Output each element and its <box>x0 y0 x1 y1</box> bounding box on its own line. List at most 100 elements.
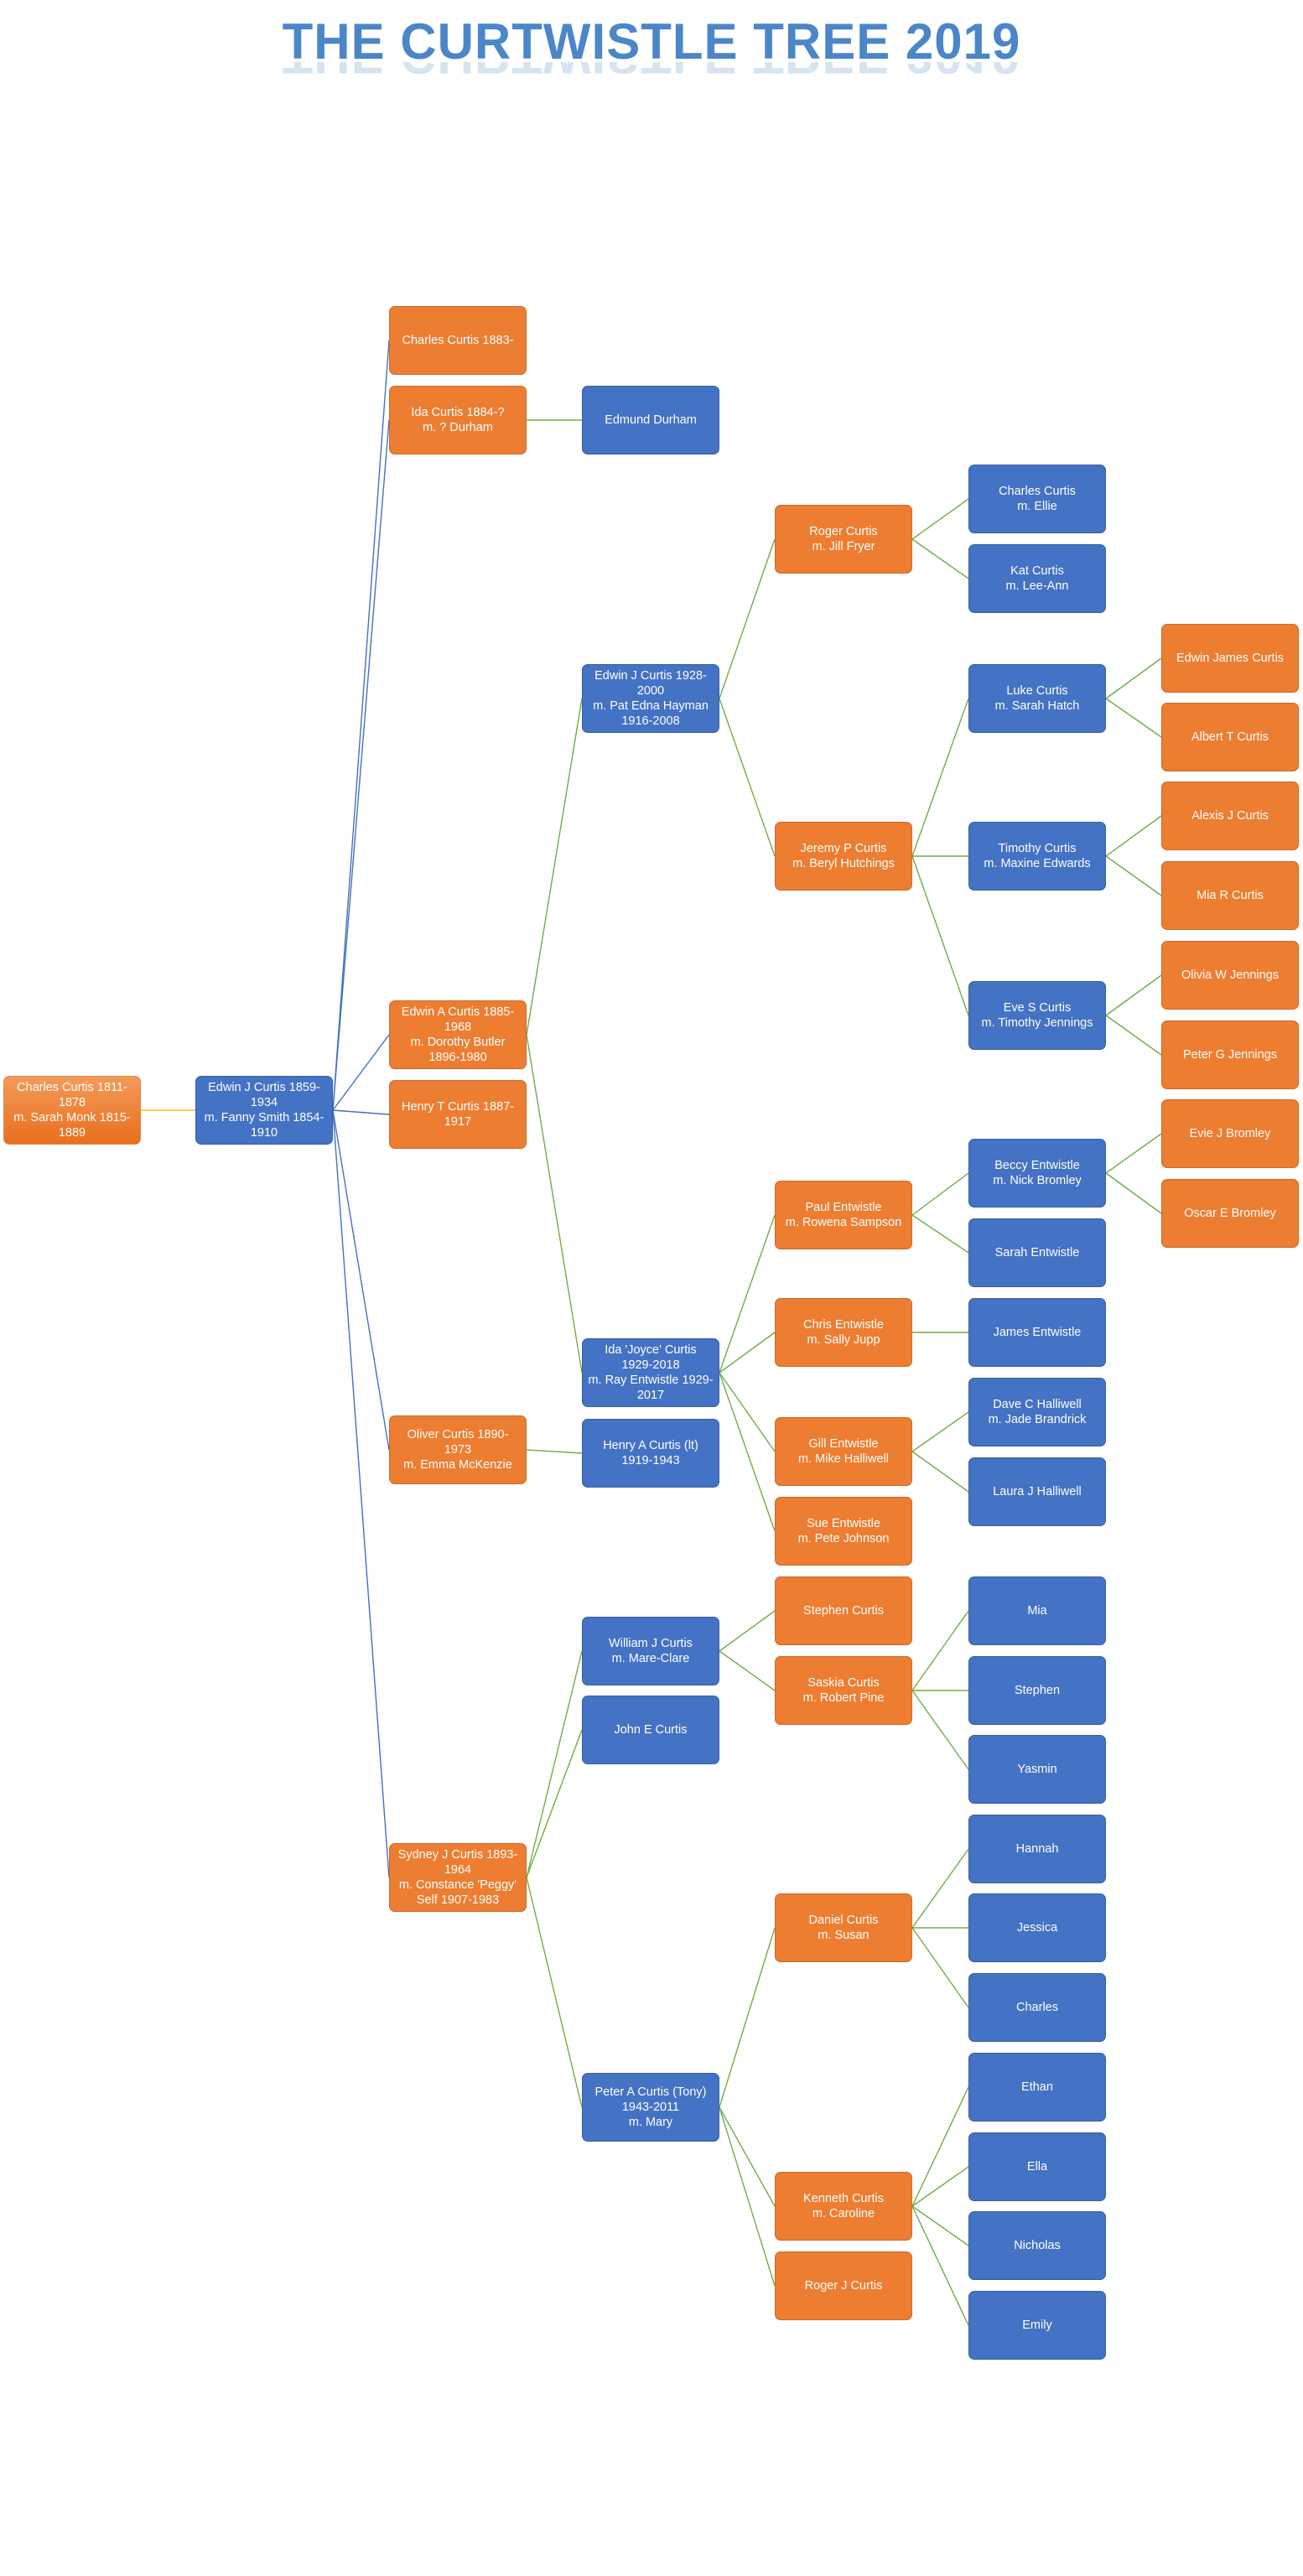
person-node-daveH: Dave C Halliwell m. Jade Brandrick <box>968 1378 1106 1446</box>
person-node-charles1883: Charles Curtis 1883- <box>389 306 527 375</box>
person-node-williamJ: William J Curtis m. Mare-Clare <box>582 1617 719 1685</box>
connector-beccy-evieJ <box>1105 1133 1162 1174</box>
connector-edwinJ1928-roger <box>719 538 776 699</box>
connector-paulE-sarahE <box>911 1214 969 1254</box>
person-node-roger: Roger Curtis m. Jill Fryer <box>775 505 912 574</box>
person-node-chrisE: Chris Entwistle m. Sally Jupp <box>775 1298 912 1367</box>
connector-edwin1859-henryT1887 <box>332 1109 390 1115</box>
connector-edwin1859-sydney1893 <box>332 1109 390 1878</box>
connector-sydney1893-peterA <box>526 1877 583 2108</box>
connector-sydney1893-johnE <box>526 1729 583 1878</box>
connector-joyce1929-chrisE <box>719 1332 776 1374</box>
person-node-jeremy: Jeremy P Curtis m. Beryl Hutchings <box>775 822 912 891</box>
connector-saskia-yasmin <box>911 1690 969 1770</box>
connector-eve-olivia <box>1105 974 1162 1016</box>
person-node-johnE: John E Curtis <box>582 1696 719 1764</box>
connector-danielC-hannah <box>911 1848 969 1929</box>
person-node-edwinJ1928: Edwin J Curtis 1928-2000 m. Pat Edna Hay… <box>582 664 719 733</box>
person-node-luke: Luke Curtis m. Sarah Hatch <box>968 664 1106 733</box>
connector-saskia-mia <box>911 1610 969 1691</box>
person-node-henryT1887: Henry T Curtis 1887-1917 <box>389 1080 527 1149</box>
connector-peterA-kennethC <box>719 2106 776 2207</box>
person-node-hannah: Hannah <box>968 1815 1106 1883</box>
connector-danielC-charles2 <box>911 1927 969 2008</box>
connector-kennethC-ella <box>911 2166 969 2207</box>
person-node-root: Charles Curtis 1811-1878 m. Sarah Monk 1… <box>3 1076 141 1145</box>
person-node-rogerJ: Roger J Curtis <box>775 2251 912 2320</box>
person-node-ella: Ella <box>968 2132 1106 2201</box>
person-node-beccy: Beccy Entwistle m. Nick Bromley <box>968 1139 1106 1208</box>
person-node-albertT: Albert T Curtis <box>1161 703 1299 771</box>
page-title: THE CURTWISTLE TREE 2019 <box>282 13 1021 70</box>
connector-jeremy-luke <box>911 698 969 857</box>
connector-luke-edwinJames <box>1105 657 1162 699</box>
person-node-edwinJames: Edwin James Curtis <box>1161 624 1299 693</box>
person-node-saskia: Saskia Curtis m. Robert Pine <box>775 1656 912 1725</box>
connector-roger-kat <box>911 538 969 579</box>
person-node-lauraH: Laura J Halliwell <box>968 1457 1106 1526</box>
connector-kennethC-emily <box>911 2205 969 2326</box>
person-node-ethan: Ethan <box>968 2053 1106 2122</box>
person-node-jamesE: James Entwistle <box>968 1298 1106 1367</box>
person-node-ida1884: Ida Curtis 1884-? m. ? Durham <box>389 386 527 454</box>
person-node-edwinA1885: Edwin A Curtis 1885-1968 m. Dorothy Butl… <box>389 1000 527 1069</box>
connector-timothy-miaR <box>1105 855 1162 896</box>
person-node-mia: Mia <box>968 1576 1106 1645</box>
person-node-charlesE: Charles Curtis m. Ellie <box>968 465 1106 533</box>
person-node-alexis: Alexis J Curtis <box>1161 782 1299 850</box>
connector-paulE-beccy <box>911 1172 969 1216</box>
connector-williamJ-saskia <box>719 1650 776 1691</box>
person-node-olivia: Olivia W Jennings <box>1161 941 1299 1010</box>
person-node-peterA: Peter A Curtis (Tony) 1943-2011 m. Mary <box>582 2073 719 2142</box>
connector-oliver1890-henryA1919 <box>526 1449 583 1454</box>
person-node-edmund: Edmund Durham <box>582 386 719 454</box>
connector-edwin1859-ida1884 <box>332 419 390 1111</box>
connector-jeremy-eve <box>911 855 969 1016</box>
connector-williamJ-stephenC <box>719 1610 776 1652</box>
connector-eve-peterG <box>1105 1015 1162 1056</box>
connector-timothy-alexis <box>1105 815 1162 857</box>
connector-luke-albertT <box>1105 698 1162 738</box>
person-node-charles2: Charles <box>968 1973 1106 2042</box>
connector-edwin1859-charles1883 <box>332 340 390 1111</box>
connector-edwinJ1928-jeremy <box>719 698 776 857</box>
connector-edwin1859-edwinA1885 <box>332 1034 390 1111</box>
connector-joyce1929-sueE <box>719 1372 776 1532</box>
connector-edwinA1885-joyce1929 <box>526 1034 583 1374</box>
connector-kennethC-ethan <box>911 2086 969 2207</box>
person-node-sydney1893: Sydney J Curtis 1893-1964 m. Constance '… <box>389 1843 527 1912</box>
connector-kennethC-nicholas <box>911 2205 969 2246</box>
connector-joyce1929-gillE <box>719 1372 776 1452</box>
person-node-kennethC: Kenneth Curtis m. Caroline <box>775 2172 912 2241</box>
connector-edwin1859-oliver1890 <box>332 1109 390 1451</box>
person-node-emily: Emily <box>968 2291 1106 2360</box>
person-node-jessica: Jessica <box>968 1893 1106 1962</box>
person-node-peterG: Peter G Jennings <box>1161 1021 1299 1089</box>
connector-roger-charlesE <box>911 498 969 540</box>
person-node-sueE: Sue Entwistle m. Pete Johnson <box>775 1497 912 1566</box>
connector-gillE-daveH <box>911 1411 969 1452</box>
person-node-edwin1859: Edwin J Curtis 1859-1934 m. Fanny Smith … <box>195 1076 333 1145</box>
person-node-eve: Eve S Curtis m. Timothy Jennings <box>968 981 1106 1050</box>
person-node-kat: Kat Curtis m. Lee-Ann <box>968 544 1106 613</box>
person-node-stephen2: Stephen <box>968 1656 1106 1725</box>
person-node-oliver1890: Oliver Curtis 1890-1973 m. Emma McKenzie <box>389 1415 527 1484</box>
person-node-timothy: Timothy Curtis m. Maxine Edwards <box>968 822 1106 891</box>
person-node-joyce1929: Ida 'Joyce' Curtis 1929-2018 m. Ray Entw… <box>582 1338 719 1407</box>
connector-sydney1893-williamJ <box>526 1650 583 1878</box>
person-node-sarahE: Sarah Entwistle <box>968 1218 1106 1287</box>
person-node-yasmin: Yasmin <box>968 1735 1106 1804</box>
connector-beccy-oscarE <box>1105 1172 1162 1214</box>
person-node-henryA1919: Henry A Curtis (lt) 1919-1943 <box>582 1419 719 1488</box>
connector-joyce1929-paulE <box>719 1214 776 1374</box>
connector-gillE-lauraH <box>911 1451 969 1493</box>
connector-peterA-rogerJ <box>719 2106 776 2287</box>
person-node-stephenC: Stephen Curtis <box>775 1576 912 1645</box>
person-node-paulE: Paul Entwistle m. Rowena Sampson <box>775 1181 912 1249</box>
connector-edwinA1885-edwinJ1928 <box>526 698 583 1036</box>
person-node-nicholas: Nicholas <box>968 2211 1106 2280</box>
connector-peterA-danielC <box>719 1927 776 2108</box>
person-node-gillE: Gill Entwistle m. Mike Halliwell <box>775 1417 912 1486</box>
person-node-danielC: Daniel Curtis m. Susan <box>775 1893 912 1962</box>
